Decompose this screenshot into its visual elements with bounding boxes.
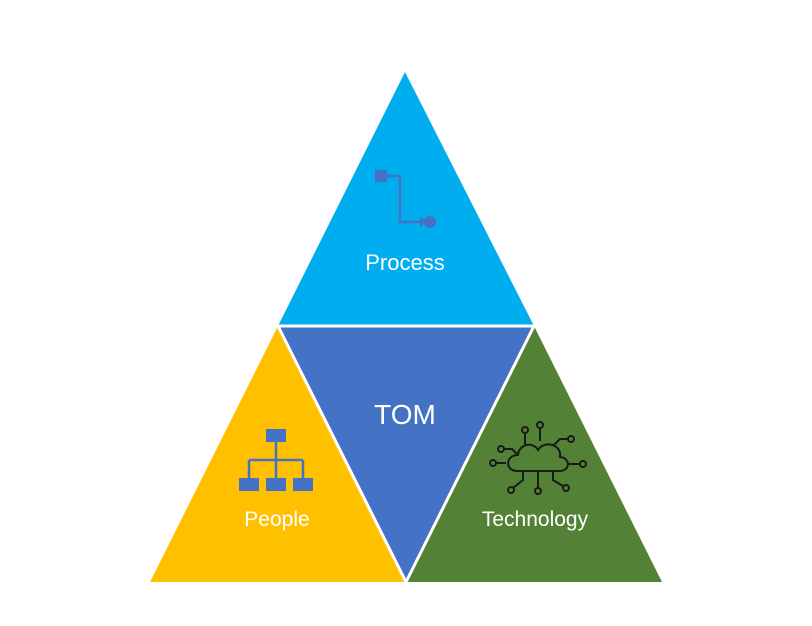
technology-label: Technology [482,508,589,531]
people-label: People [244,508,309,531]
process-label: Process [365,250,444,275]
cloud-network-icon [489,421,587,495]
people-triangle [150,326,406,582]
triangle-separators [276,324,536,583]
org-chart-icon [239,429,313,491]
tom-label: TOM [374,399,436,430]
process-flow-icon [375,170,436,228]
tom-triangle [278,326,534,582]
process-triangle [278,72,534,326]
technology-triangle [406,326,662,582]
